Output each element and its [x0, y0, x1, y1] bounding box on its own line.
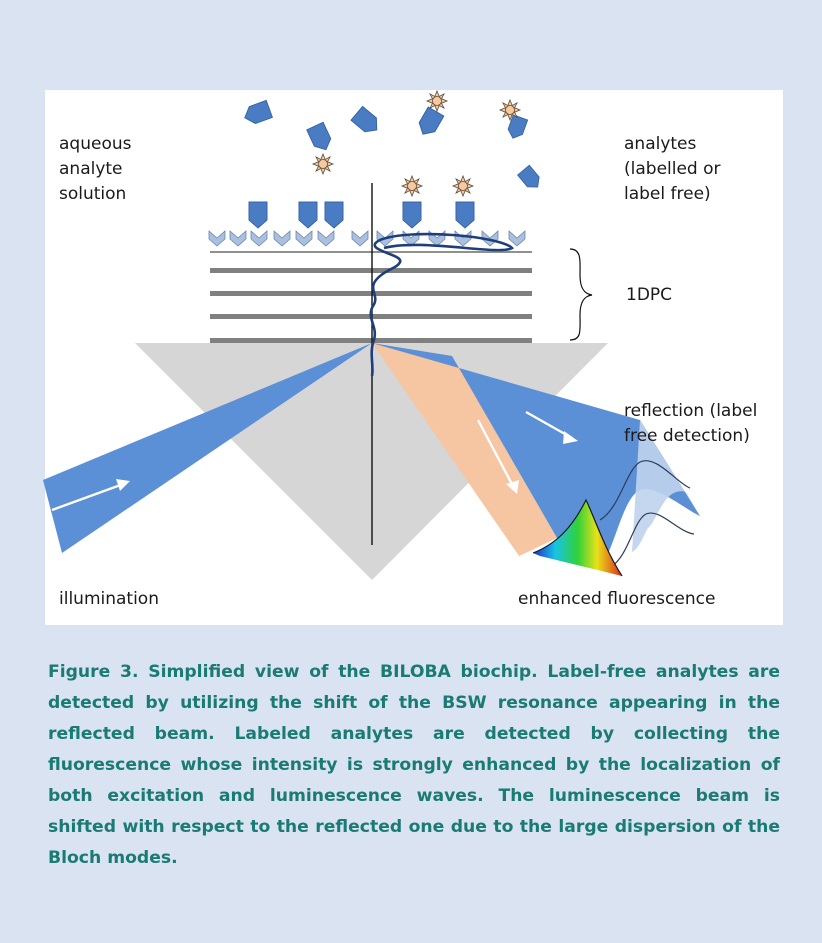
label-1dpc: 1DPC — [626, 285, 673, 305]
label-aqueous: aqueous analyte solution — [59, 134, 132, 204]
brace-icon — [569, 248, 593, 341]
luminescence-beam — [372, 343, 557, 556]
bloch-surface-wave-profile — [369, 232, 515, 377]
free-analytes — [241, 99, 544, 193]
figure-caption: Figure 3. Simplified view of the BILOBA … — [48, 657, 780, 874]
caption-text: Simplified view of the BILOBA biochip. L… — [48, 662, 780, 868]
caption-figure-number: Figure 3. — [48, 662, 139, 682]
label-analytes: analytes (labelled or label free) — [624, 134, 721, 204]
label-reflection: reflection (label free detection) — [624, 401, 758, 446]
photonic-crystal-layers — [210, 268, 532, 343]
fluorescence-spectrum — [533, 500, 622, 576]
illumination-beam — [43, 343, 372, 553]
label-fluorescence: enhanced fluorescence — [518, 589, 716, 609]
bound-analytes — [248, 201, 475, 229]
sun-label-icon — [312, 90, 521, 175]
sun-label-icon — [401, 175, 474, 197]
reflected-beam — [372, 343, 700, 566]
reflection-curve — [632, 420, 700, 552]
label-illumination: illumination — [59, 589, 159, 609]
arrow-icon — [51, 410, 578, 512]
